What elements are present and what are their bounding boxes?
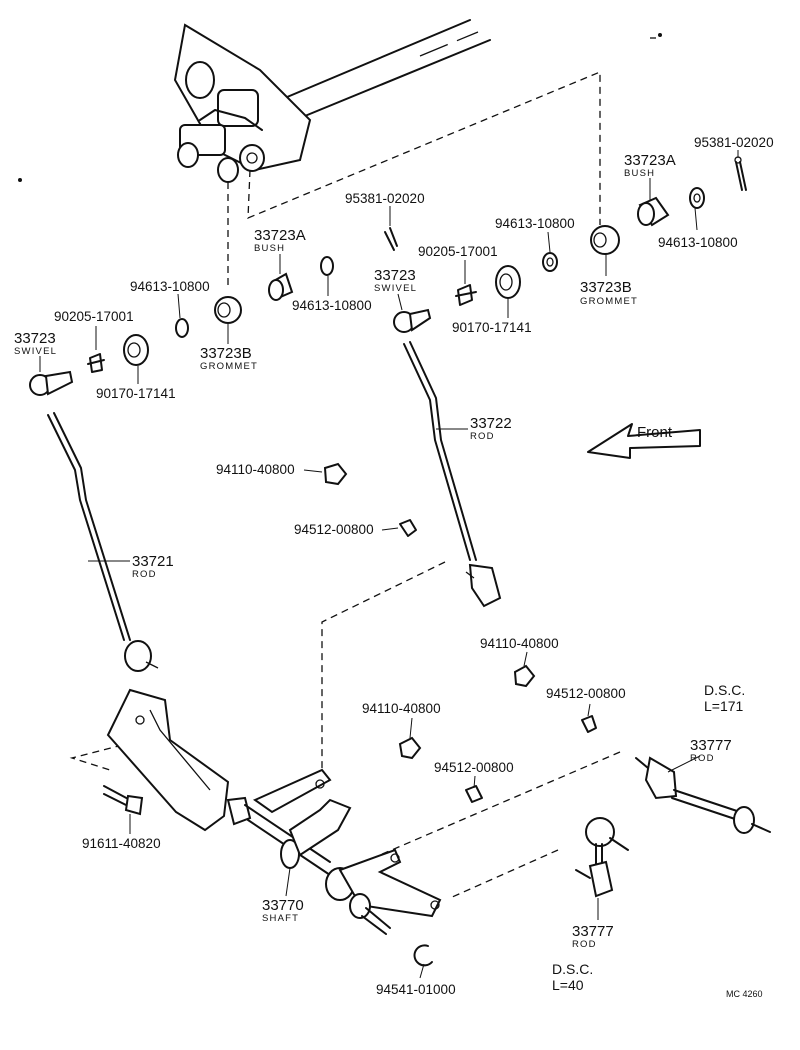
callout-94541: 94541-01000 [376,982,456,997]
callout-33723B-left: 33723B [200,345,252,362]
callout-94613-center: 94613-10800 [292,298,372,313]
callout-rod-33722: ROD [470,431,495,442]
callout-90170-center: 90170-17141 [452,320,532,335]
lock-washer-left [87,353,105,373]
alignment-lines-mid [69,561,621,899]
nut-left [123,334,149,366]
leader-lines [39,150,739,979]
nut-upper [323,462,348,486]
callout-33723B-right: 33723B [580,279,632,296]
rod-33721 [47,412,159,672]
shift-shaft-assembly [106,688,442,935]
bush-center [268,272,294,301]
grommet-right [590,225,620,255]
callout-94512-mid: 94512-00800 [434,760,514,775]
front-label: Front [637,424,673,441]
callout-94512-upper: 94512-00800 [294,522,374,537]
callout-90170-left: 90170-17141 [96,386,176,401]
alignment-lines-top [227,71,601,290]
callout-33723A-right: 33723A [624,152,676,169]
washer-left [175,318,189,338]
washer-mid [465,785,483,803]
callout-shaft: SHAFT [262,913,299,924]
callout-swivel-left: SWIVEL [14,346,57,357]
callout-33723A-center: 33723A [254,227,306,244]
callout-94110-upper: 94110-40800 [216,462,295,477]
cotter-pin-center [384,227,398,251]
callout-grommet-right: GROMMET [580,296,638,307]
nut-mid [398,736,422,760]
length-lower: L=40 [552,977,584,993]
grommet-left [214,296,242,324]
callout-33723-center: 33723 [374,267,416,284]
swivel-center [393,308,432,333]
rod-33777-upper [635,756,771,834]
callout-33777-upper: 33777 [690,737,732,754]
e-ring-94541 [413,944,433,967]
part-callouts: 95381-02020 33723A BUSH 94613-10800 9461… [14,135,774,999]
figure-code: MC 4260 [726,989,763,999]
callout-94512-mid-right: 94512-00800 [546,686,626,701]
callout-90205-left: 90205-17001 [54,309,134,324]
washer-mid-right [581,715,597,733]
bush-right [637,196,670,227]
callout-33721: 33721 [132,553,174,570]
cotter-pin-right [734,156,747,191]
nut-center [495,265,521,299]
callout-rod-33777-lower: ROD [572,939,597,950]
rod-33777-lower [575,817,629,898]
length-upper: L=171 [704,698,744,714]
callout-bush-center: BUSH [254,243,285,254]
callout-95381-top-right: 95381-02020 [694,135,774,150]
callout-95381-center: 95381-02020 [345,191,425,206]
callout-33770: 33770 [262,897,304,914]
rod-33722 [403,341,502,608]
callout-94613-right-a: 94613-10800 [495,216,575,231]
bolt-91611 [103,785,144,816]
callout-grommet-left: GROMMET [200,361,258,372]
callout-91611: 91611-40820 [82,836,161,851]
dsc-lower: D.S.C. [552,961,593,977]
washer-right-a [689,187,705,209]
washer-upper [399,519,417,537]
transmission-bracket [18,19,662,183]
callout-33777-lower: 33777 [572,923,614,940]
front-arrow: Front [587,423,701,459]
callout-94613-left: 94613-10800 [130,279,210,294]
callout-33723-left: 33723 [14,330,56,347]
callout-94613-right-b: 94613-10800 [658,235,738,250]
callout-33722: 33722 [470,415,512,432]
nut-mid-right [513,664,536,688]
dsc-upper: D.S.C. [704,682,745,698]
washer-right-b [542,252,558,272]
callout-94110-mid: 94110-40800 [362,701,441,716]
lock-washer-center [455,284,477,306]
callout-90205-center: 90205-17001 [418,244,498,259]
callout-94110-mid-right: 94110-40800 [480,636,559,651]
callout-rod-33777-upper: ROD [690,753,715,764]
swivel-left [29,370,74,396]
callout-swivel-center: SWIVEL [374,283,417,294]
washer-center [320,256,334,276]
callout-bush-right: BUSH [624,168,655,179]
callout-rod-33721: ROD [132,569,157,580]
